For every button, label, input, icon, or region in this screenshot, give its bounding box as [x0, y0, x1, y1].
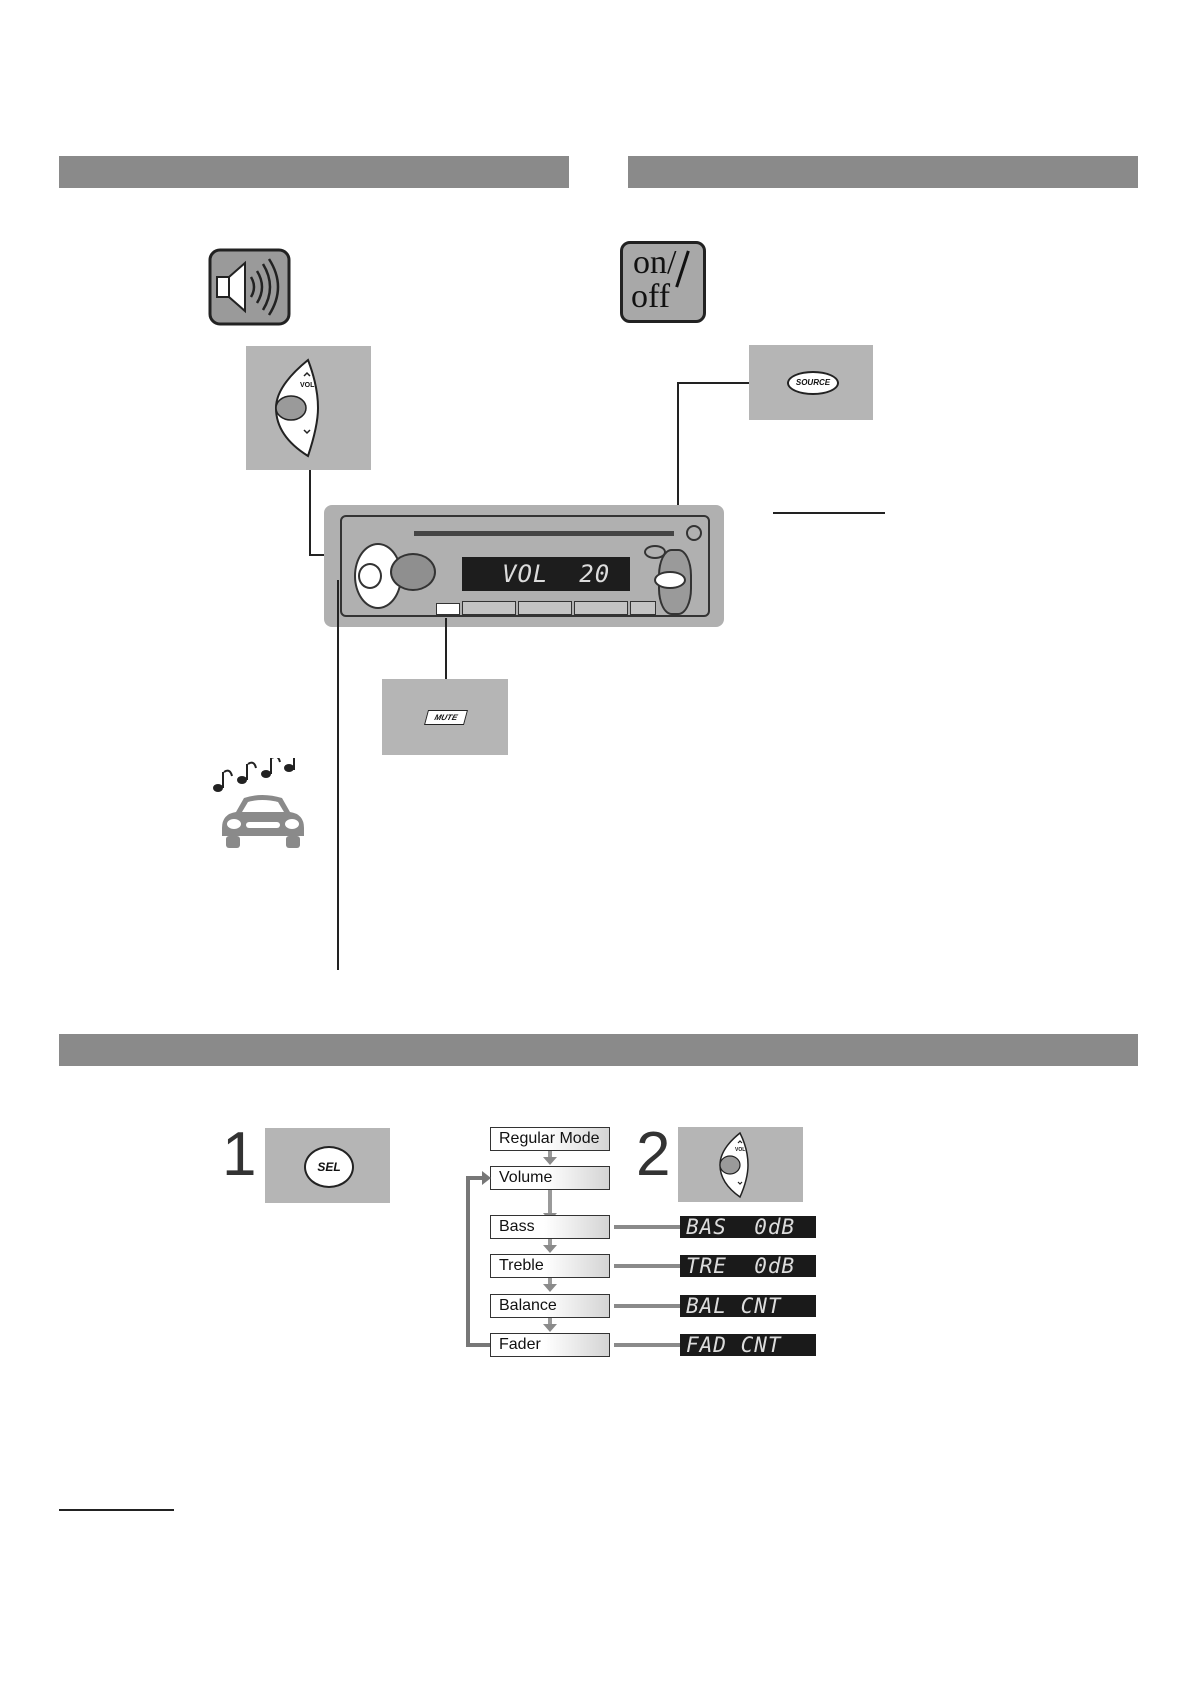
on-off-icon-line1: on/: [633, 244, 677, 281]
source-button-panel: SOURCE: [749, 345, 873, 420]
mute-button[interactable]: MUTE: [423, 710, 469, 725]
section-bar-power: [628, 156, 1138, 188]
display-fader: FAD CNT: [680, 1334, 816, 1356]
flow-arrow: [543, 1157, 557, 1165]
preset-button-3[interactable]: [574, 601, 628, 615]
display-treble: TRE 0dB: [680, 1255, 816, 1277]
vol-label: VOL: [300, 382, 315, 389]
connector-source-horizontal: [677, 382, 749, 384]
connector-knob-vertical: [337, 580, 339, 970]
radio-display: VOL 20: [462, 557, 630, 591]
car-with-music-notes-icon: [212, 754, 312, 853]
flow-arrow: [543, 1245, 557, 1253]
preset-button-1[interactable]: [462, 601, 516, 615]
section-bar-volume: [59, 156, 569, 188]
flow-arrow: [543, 1324, 557, 1332]
flow-item-balance: Balance: [490, 1294, 610, 1318]
mute-preset-button[interactable]: [436, 603, 460, 615]
flow-item-regular-mode: Regular Mode: [490, 1127, 610, 1151]
display-balance: BAL CNT: [680, 1295, 816, 1317]
on-off-icon: on/ off: [620, 241, 706, 323]
connector-mute: [445, 618, 447, 680]
step-2-number: 2: [636, 1120, 671, 1189]
vol-knob-panel-step2: VOL: [678, 1127, 803, 1202]
volume-knob-button[interactable]: [358, 563, 382, 589]
tape-slot: [414, 531, 674, 536]
flow-item-volume: Volume: [490, 1166, 610, 1190]
on-off-icon-line2: off: [631, 278, 671, 315]
vol-knob-panel: VOL: [246, 346, 371, 470]
connector-vol-vertical: [309, 470, 311, 555]
flow-arrow: [543, 1284, 557, 1292]
loop-back-arrow: [460, 1168, 492, 1348]
preset-button-4[interactable]: [630, 601, 656, 615]
step-1-number: 1: [222, 1120, 257, 1189]
sel-button-panel: SEL: [265, 1128, 390, 1203]
display-bass: BAS 0dB: [680, 1216, 816, 1238]
connector-source-vertical: [677, 382, 679, 567]
flow-item-bass: Bass: [490, 1215, 610, 1239]
car-radio-faceplate: VOL 20: [324, 505, 724, 627]
select-oval-button[interactable]: [390, 553, 436, 591]
preset-button-2[interactable]: [518, 601, 572, 615]
flow-item-fader: Fader: [490, 1333, 610, 1357]
source-button[interactable]: SOURCE: [787, 371, 839, 395]
eject-button[interactable]: [686, 525, 702, 541]
underline-rule-right: [773, 512, 885, 514]
flow-item-treble: Treble: [490, 1254, 610, 1278]
sel-button[interactable]: SEL: [304, 1146, 354, 1188]
section-bar-sound-settings: [59, 1034, 1138, 1066]
underline-rule-bottom: [59, 1509, 174, 1511]
source-knob-button[interactable]: [654, 571, 686, 589]
mute-button-panel: MUTE: [382, 679, 508, 755]
vol-label-step2: VOL: [735, 1147, 746, 1153]
speaker-icon: [207, 247, 292, 327]
